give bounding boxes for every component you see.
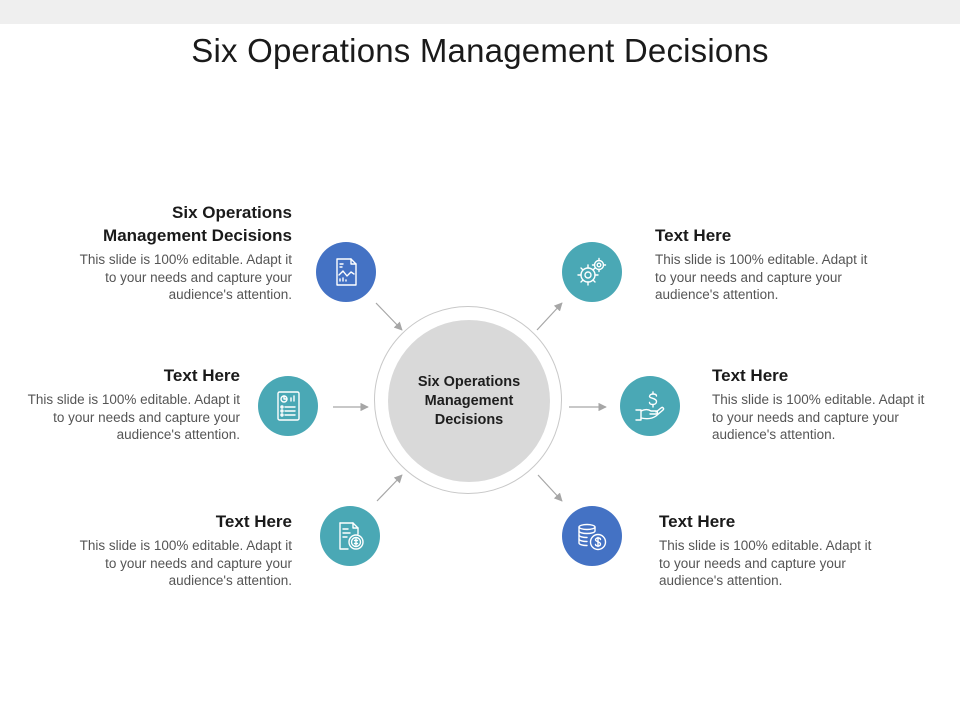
document-chart-icon — [336, 258, 357, 286]
arrow-bottom-left — [376, 474, 403, 502]
node-2 — [258, 376, 318, 436]
item-5-body: This slide is 100% editable. Adapt it to… — [712, 392, 925, 442]
item-2-block: Text Here This slide is 100% editable. A… — [18, 364, 240, 444]
item-5-block: Text Here This slide is 100% editable. A… — [712, 364, 938, 444]
coins-dollar-icon — [578, 523, 607, 551]
node-6 — [562, 506, 622, 566]
hub-circle: Six Operations Management Decisions — [388, 320, 550, 482]
item-3-heading: Text Here — [215, 512, 292, 531]
hand-dollar-icon — [635, 391, 665, 421]
slide-title: Six Operations Management Decisions — [191, 32, 769, 69]
item-4-heading: Text Here — [655, 226, 732, 245]
report-list-icon — [277, 391, 300, 421]
arrow-top-right — [536, 302, 563, 331]
hub-label: Six Operations Management Decisions — [417, 373, 521, 428]
arrow-top-left — [375, 302, 403, 331]
item-3-body: This slide is 100% editable. Adapt it to… — [79, 538, 292, 588]
item-1-block: Six Operations Management Decisions This… — [70, 201, 292, 304]
arrow-bottom-right — [537, 474, 563, 502]
document-dollar-icon — [339, 522, 364, 550]
item-4-block: Text Here This slide is 100% editable. A… — [655, 224, 881, 304]
node-3 — [320, 506, 380, 566]
item-2-body: This slide is 100% editable. Adapt it to… — [27, 392, 240, 442]
item-2-heading: Text Here — [163, 366, 240, 385]
node-4 — [562, 242, 622, 302]
item-1-body: This slide is 100% editable. Adapt it to… — [79, 252, 292, 302]
top-bar — [0, 0, 960, 24]
item-4-body: This slide is 100% editable. Adapt it to… — [655, 252, 868, 302]
item-1-heading: Six Operations Management Decisions — [103, 203, 292, 245]
item-6-heading: Text Here — [659, 512, 736, 531]
item-6-body: This slide is 100% editable. Adapt it to… — [659, 538, 872, 588]
node-5 — [620, 376, 680, 436]
item-3-block: Text Here This slide is 100% editable. A… — [70, 510, 292, 590]
node-1 — [316, 242, 376, 302]
item-5-heading: Text Here — [712, 366, 789, 385]
gears-icon — [577, 257, 607, 286]
item-6-block: Text Here This slide is 100% editable. A… — [659, 510, 885, 590]
